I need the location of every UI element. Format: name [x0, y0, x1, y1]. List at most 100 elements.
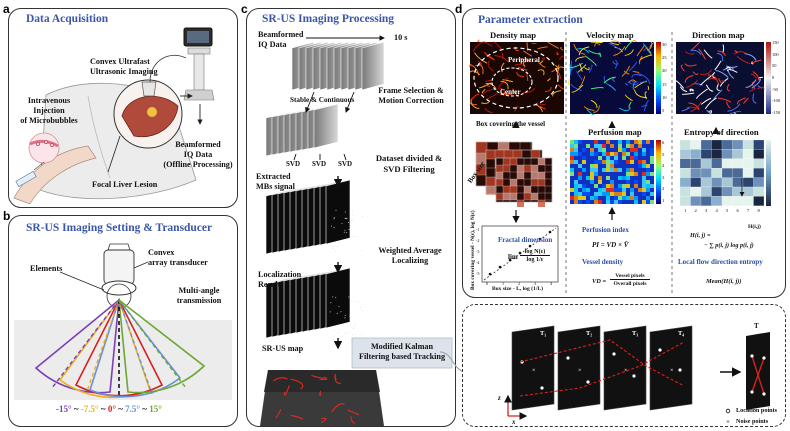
entropy-tick-6: 7: [747, 208, 750, 213]
weighted-average-line2: Localizing: [391, 256, 429, 265]
perf-ticks-0: 6: [662, 140, 665, 145]
vel-ticks-1: 25: [662, 55, 667, 61]
convex-array-line1: Convex: [148, 248, 175, 257]
perf-ticks-1: 5: [662, 151, 665, 157]
angle-token-3: ~: [98, 404, 106, 414]
extracted-mbs-line1: Extracted: [256, 172, 291, 181]
panel-a-label: a: [3, 2, 10, 16]
fractal-xtick-2: 2: [518, 281, 521, 286]
injection-line2: Injection: [33, 106, 65, 115]
angle-token-2: -7.5°: [78, 404, 99, 414]
vel-ticks-5: 5: [662, 108, 665, 113]
result-frame-label: T: [754, 322, 759, 330]
angle-token-8: 15°: [146, 404, 162, 414]
panel-b-label: b: [3, 209, 11, 223]
entropy-formula-2: − ∑ p(i, j) log p(i, j): [704, 242, 754, 249]
entropy-tick-4: 5: [726, 208, 729, 213]
perf-ticks-5: 1: [662, 198, 665, 203]
svg-text:×: ×: [532, 368, 535, 374]
dataset-divided-line1: Dataset divided &: [375, 153, 443, 163]
iq-data-line1: Beamformed: [258, 30, 304, 39]
beamformed-offline-line2: IQ Data: [183, 150, 213, 159]
convex-imaging-line2: Ultrasonic Imaging: [90, 67, 158, 76]
multiangle-line1: Multi-angle: [178, 286, 220, 295]
svg-text:×: ×: [578, 368, 581, 374]
fractal-numerator: log N(ε): [520, 248, 550, 257]
kalman-line1: Modified Kalman: [370, 342, 434, 351]
legend-location-points: Location points: [736, 407, 778, 414]
tracking-frame-0: [511, 325, 555, 411]
beamformed-offline-line3: (Offline Processing): [163, 160, 233, 169]
axis-x-label: x: [512, 418, 516, 426]
injection-line1: Intravenous: [27, 96, 71, 105]
panel-d-title: Parameter extraction: [478, 14, 583, 26]
tracking-frame-3: [649, 325, 693, 411]
angle-token-0: -15°: [56, 404, 72, 414]
vessel-density-lhs: VD =: [592, 278, 607, 285]
legend-noise-points: Noise points: [736, 418, 769, 425]
svd-label-3: SVD: [338, 160, 353, 168]
svg-text:×: ×: [624, 368, 627, 374]
fractal-ytick-0: -1: [476, 227, 480, 232]
local-entropy-label: Local flow direction entropy: [678, 258, 763, 266]
kalman-line2: Filtering based Tracking: [358, 352, 446, 361]
stable-continuous-label: Stable & Continuous: [290, 96, 355, 104]
perfusion-index-formula: PI = VD × V̄: [592, 241, 629, 249]
tracking-frame-label-1: T₂: [586, 330, 593, 337]
svg-text:×: ×: [726, 418, 730, 426]
fractal-ytick-1: -2: [476, 238, 480, 243]
vel-ticks-3: 15: [662, 81, 667, 87]
entropy-tick-7: 8: [757, 208, 760, 213]
perfusion-map-title: Perfusion map: [588, 127, 642, 137]
vel-ticks-2: 20: [662, 68, 667, 74]
localization-line1: Localization: [258, 270, 302, 279]
svd-label-2: SVD: [312, 160, 327, 168]
dir-ticks-1: 100: [772, 51, 779, 57]
fractal-xtick-3: 3: [534, 281, 537, 286]
perf-ticks-3: 3: [662, 174, 665, 180]
fractal-xtick-0: 0: [486, 281, 489, 286]
convex-imaging-line1: Convex Ultrafast: [90, 57, 150, 66]
angle-token-7: ~: [140, 404, 147, 414]
panel-d-label: d: [455, 2, 463, 16]
fractal-xtick-1: 1: [502, 281, 505, 286]
fractal-ytick-3: -4: [476, 260, 480, 265]
vessel-density-denominator: Overall pixels: [613, 281, 647, 287]
svd-label-1: SVD: [286, 160, 301, 168]
fractal-lim: lim: [508, 253, 518, 261]
axis-z-label: z: [498, 394, 501, 402]
entropy-formula-1: H(i, j) =: [690, 232, 711, 239]
fractal-dimension-label: Fractal dimension: [498, 236, 553, 244]
panel-b-title: SR-US Imaging Setting & Transducer: [26, 222, 213, 234]
injection-line3: of Microbubbles: [20, 116, 78, 125]
tracking-frame-label-3: T₄: [678, 330, 685, 337]
extracted-mbs-line2: MBs signal: [256, 182, 295, 191]
perf-ticks-4: 2: [662, 186, 665, 192]
stack2-frame: [313, 103, 339, 149]
dir-ticks-2: 50: [772, 63, 777, 69]
frame-selection-line1: Frame Selection &: [378, 86, 444, 95]
mean-entropy-formula: Mean(H(i, j)): [706, 278, 742, 285]
angle-token-1: ~: [71, 404, 79, 414]
velocity-map-title: Velocity map: [586, 30, 634, 40]
dir-ticks-5: -100: [772, 98, 781, 104]
entropy-title: Entropy of direction: [684, 127, 759, 137]
focal-liver-lesion-label: Focal Liver Lesion: [92, 180, 158, 189]
fractal-denominator: log 1/ε: [526, 256, 544, 263]
fractal-xtick-4: 4: [550, 281, 553, 286]
peripheral-label: Peripheral: [508, 56, 540, 64]
hij-label: H(i,j): [748, 224, 761, 230]
convex-array-line2: array transducer: [148, 258, 208, 267]
angle-token-4: 0°: [105, 404, 116, 414]
dir-ticks-4: -50: [772, 86, 778, 92]
beamformed-offline-line1: Beamformed: [175, 140, 221, 149]
panel-c-label: c: [241, 2, 248, 16]
entropy-tick-5: 6: [736, 208, 739, 213]
duration-label: 10 s: [394, 33, 408, 42]
vessel-density-label: Vessel density: [582, 258, 624, 266]
